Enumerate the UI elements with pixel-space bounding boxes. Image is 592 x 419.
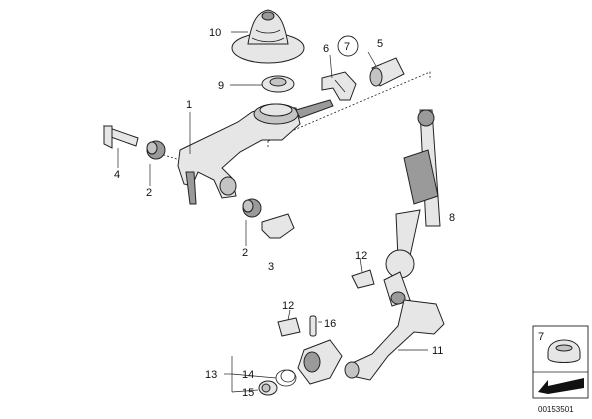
callout-11: 11	[432, 345, 443, 357]
spring-pin	[309, 315, 317, 337]
callout-7: 7	[344, 41, 350, 53]
bush-lower	[242, 198, 262, 218]
bearing-ring	[261, 75, 295, 93]
callout-2-lower: 2	[242, 247, 248, 259]
o-ring	[275, 369, 297, 387]
callout-4: 4	[114, 169, 120, 181]
reference-number: 00153501	[538, 405, 574, 414]
selector-rod	[383, 109, 441, 307]
legend-box: 7	[532, 325, 589, 399]
clip-upper	[351, 269, 375, 289]
gaiter-boot	[231, 9, 305, 64]
arrow-icon	[538, 378, 584, 394]
callout-10: 10	[209, 27, 221, 39]
callout-1: 1	[186, 99, 192, 111]
callout-13: 13	[205, 369, 217, 381]
small-bush	[258, 380, 278, 396]
callout-12-lower: 12	[282, 300, 294, 312]
shift-lever-housing	[177, 99, 334, 205]
bush-upper	[146, 140, 166, 160]
callout-16: 16	[324, 318, 336, 330]
leader-lines	[117, 31, 428, 393]
callout-3: 3	[268, 261, 274, 273]
callout-8: 8	[449, 212, 455, 224]
retaining-clip	[261, 213, 295, 239]
bushing	[369, 57, 405, 87]
callout-15: 15	[242, 387, 254, 399]
callout-2-upper: 2	[146, 187, 152, 199]
pin	[103, 125, 139, 149]
grommet-hole	[555, 344, 573, 352]
callout-14: 14	[242, 369, 254, 381]
ball-joint	[297, 339, 343, 385]
shift-arm	[344, 299, 445, 381]
shift-clip	[321, 71, 357, 101]
callout-6: 6	[323, 43, 329, 55]
legend-number: 7	[538, 331, 544, 343]
callout-circle-7	[337, 35, 359, 57]
callout-5: 5	[377, 38, 383, 50]
callout-12-upper: 12	[355, 250, 367, 262]
callout-9: 9	[218, 80, 224, 92]
clip-lower	[277, 317, 301, 337]
